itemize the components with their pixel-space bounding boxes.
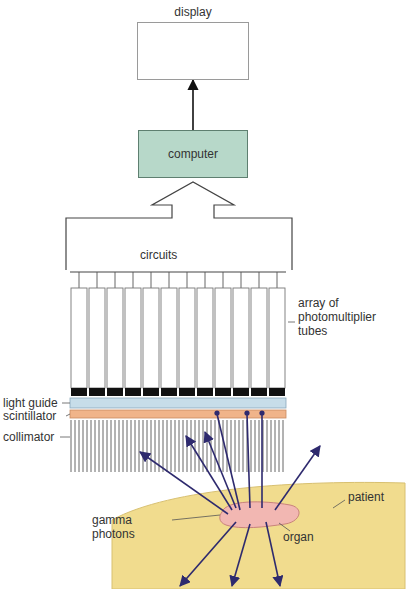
part-label: organ	[283, 530, 314, 544]
light-guide-band	[70, 398, 286, 408]
gamma-rays	[140, 414, 320, 586]
circuit-wires	[79, 272, 277, 288]
leader-line	[60, 437, 70, 438]
circuits-bus	[70, 271, 286, 272]
box-heading: display	[138, 5, 248, 19]
scintillation-dots	[214, 410, 264, 415]
circuits-bracket	[66, 182, 292, 270]
photomultiplier-tubes	[71, 288, 285, 396]
part-label: gamma photons	[92, 513, 174, 541]
leader-line	[66, 414, 70, 416]
arrow-connector	[192, 80, 194, 130]
leader-line	[62, 403, 70, 404]
part-label: collimator	[3, 430, 54, 444]
part-label: circuits	[140, 248, 177, 262]
box-label: computer	[139, 147, 247, 161]
patient-body	[112, 482, 405, 589]
leader-line	[172, 515, 220, 520]
leader-line	[288, 322, 295, 323]
part-label: array of photomultiplier tubes	[298, 296, 404, 338]
leader-line	[333, 500, 345, 508]
leader-line	[279, 523, 290, 531]
part-label: patient	[348, 490, 384, 504]
part-label: light guide	[3, 396, 58, 410]
display-box: display	[137, 22, 249, 80]
scintillator-band	[70, 410, 286, 418]
part-label: scintillator	[3, 409, 56, 423]
computer-box: computer	[138, 130, 248, 178]
collimator-septa	[70, 420, 286, 472]
organ-shape	[220, 502, 299, 528]
